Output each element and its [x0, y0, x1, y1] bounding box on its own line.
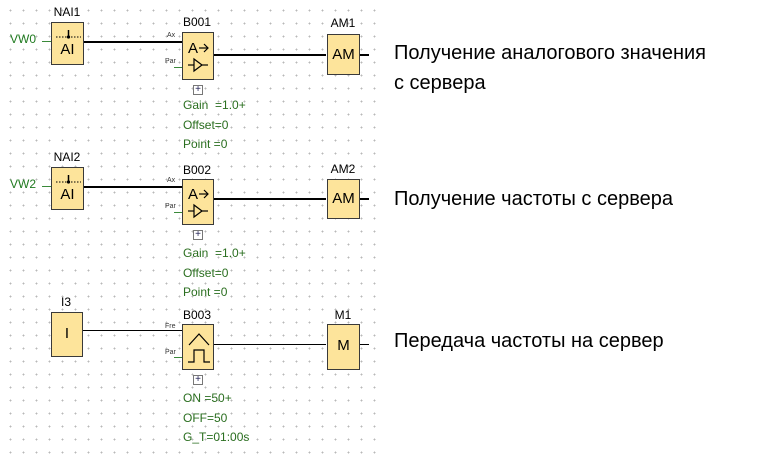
input-wire — [42, 186, 51, 187]
param-line: Gain =1.0+ — [183, 98, 246, 112]
analog-input-block[interactable]: AI — [51, 167, 84, 210]
param-line: ON =50+ — [183, 391, 232, 405]
block-name: B003 — [182, 308, 212, 322]
block-parameters: ON =50+ OFF=50 G_T=01:00s — [183, 389, 249, 448]
description-line: Получение частоты с сервера — [394, 188, 673, 210]
analog-output-block[interactable]: AM — [327, 179, 360, 219]
expand-params-button[interactable]: + — [193, 375, 203, 385]
block-label: AM — [332, 46, 355, 63]
block-parameters: Gain =1.0+ Offset=0 Point =0 — [183, 96, 246, 155]
par-wire — [174, 212, 182, 213]
connection-wire[interactable] — [214, 344, 326, 345]
connection-wire[interactable] — [83, 330, 182, 331]
analog-input-icon — [56, 175, 81, 184]
analog-output-block[interactable]: AM — [327, 34, 360, 75]
param-line: G_T=01:00s — [183, 430, 250, 444]
analog-amplifier-icon: A — [188, 186, 209, 219]
connection-wire[interactable] — [84, 41, 182, 43]
analog-amplifier-block[interactable]: A — [182, 32, 214, 80]
frequency-trigger-block[interactable] — [182, 324, 214, 370]
block-label: M — [337, 337, 350, 354]
row-description: Получение аналогового значения с сервера — [394, 38, 706, 98]
row-description: Передача частоты на сервер — [394, 326, 664, 356]
input-label: VW2 — [10, 177, 37, 191]
output-stub — [360, 54, 369, 56]
description-line: Передача частоты на сервер — [394, 330, 664, 352]
block-label: AI — [60, 186, 75, 203]
expand-params-button[interactable]: + — [193, 230, 203, 240]
expand-params-button[interactable]: + — [193, 85, 203, 95]
block-label: I — [64, 325, 70, 342]
param-line: Point =0 — [183, 285, 228, 299]
svg-text:A: A — [188, 186, 198, 203]
input-wire — [42, 41, 51, 42]
analog-amplifier-icon: A — [188, 40, 209, 73]
block-name: I3 — [60, 295, 71, 309]
block-name: B001 — [182, 15, 212, 29]
marker-block[interactable]: M — [327, 324, 360, 370]
block-name: M1 — [334, 308, 352, 322]
block-label: AM — [332, 190, 355, 207]
pin-label: Par — [165, 203, 176, 210]
connection-wire[interactable] — [84, 186, 182, 188]
analog-amplifier-block[interactable]: A — [182, 179, 214, 225]
param-line: OFF=50 — [183, 410, 228, 425]
connection-wire[interactable] — [214, 198, 326, 200]
description-line: с сервера — [394, 72, 486, 94]
param-line: Gain =1.0+ — [183, 246, 246, 260]
input-label: VW0 — [10, 32, 37, 46]
block-name: NAI1 — [53, 5, 81, 19]
svg-text:A: A — [188, 40, 198, 57]
par-wire — [174, 357, 182, 358]
analog-input-icon — [56, 30, 81, 39]
pin-label: Ax — [167, 177, 176, 184]
digital-input-block[interactable]: I — [51, 312, 83, 357]
analog-input-block[interactable]: AI — [51, 22, 84, 65]
pin-label: Fre — [165, 323, 176, 330]
block-parameters: Gain =1.0+ Offset=0 Point =0 — [183, 244, 246, 303]
block-label: AI — [60, 41, 75, 58]
row-description: Получение частоты с сервера — [394, 184, 673, 214]
pin-label: Par — [165, 349, 176, 356]
pin-label: Par — [165, 58, 176, 65]
block-name: AM1 — [330, 16, 356, 30]
output-stub — [360, 198, 369, 200]
pin-label: Ax — [167, 32, 176, 39]
param-line: Offset=0 — [183, 117, 229, 132]
param-line: Point =0 — [183, 137, 228, 151]
connection-wire[interactable] — [214, 54, 326, 56]
block-name: AM2 — [330, 162, 356, 176]
par-wire — [174, 67, 182, 68]
output-stub — [360, 344, 369, 345]
description-line: Получение аналогового значения — [394, 42, 707, 64]
param-line: Offset=0 — [183, 265, 229, 280]
block-name: NAI2 — [53, 150, 81, 164]
block-name: B002 — [182, 163, 212, 177]
frequency-trigger-icon — [188, 333, 210, 363]
